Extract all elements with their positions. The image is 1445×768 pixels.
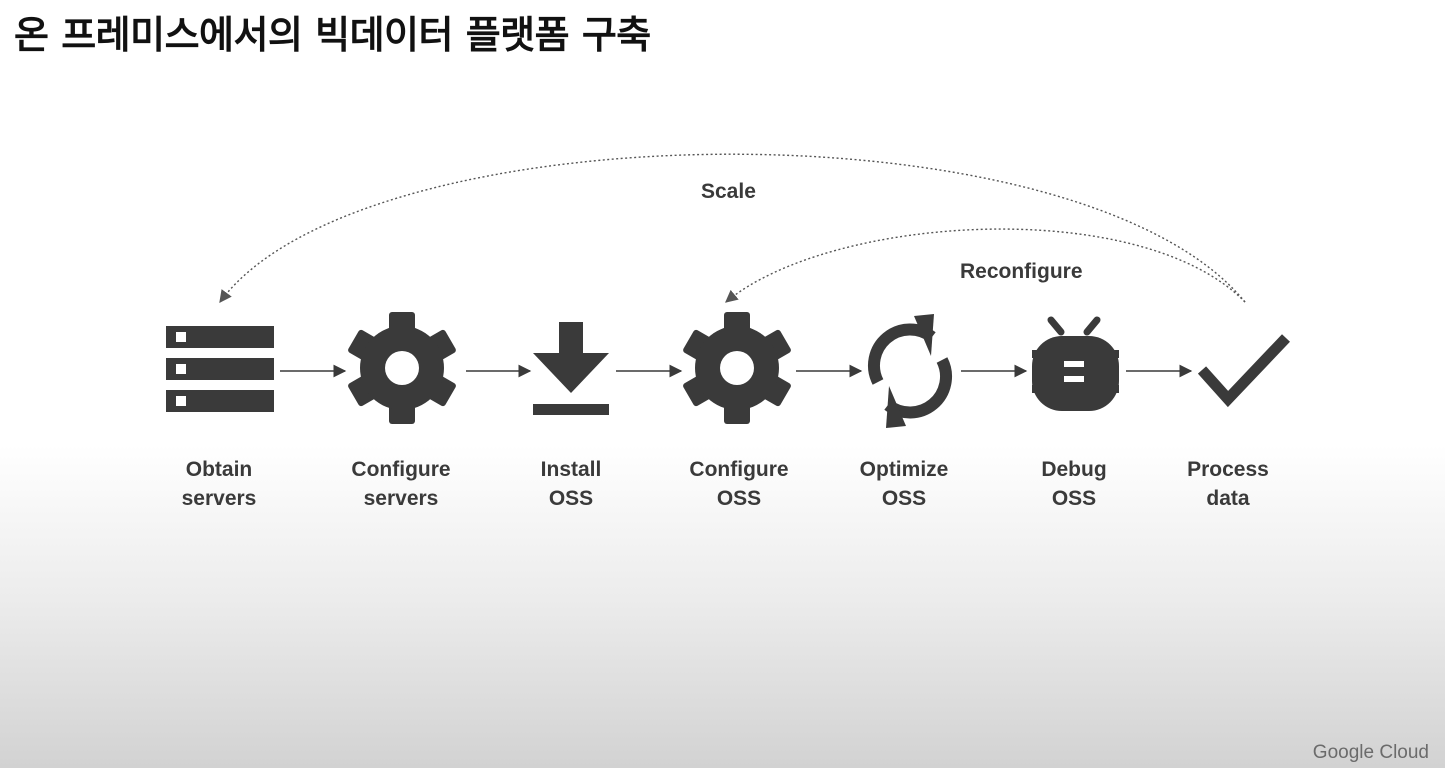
step-label-configure-servers: Configure servers (351, 458, 451, 510)
download-icon (533, 322, 609, 415)
scale-loop-label: Scale (701, 180, 756, 203)
step-label-install-oss: Install OSS (540, 458, 602, 510)
step-label-process-data: Process data (1187, 458, 1269, 510)
step-label-debug-oss: Debug OSS (1041, 458, 1107, 510)
checkmark-icon (1197, 334, 1290, 408)
step-label-configure-oss: Configure OSS (689, 458, 789, 510)
sync-icon (868, 314, 952, 428)
google-cloud-logo: Google Cloud (1312, 742, 1429, 763)
step-label-optimize-oss: Optimize OSS (859, 458, 949, 510)
bug-icon (1032, 316, 1119, 411)
server-stack-icon (166, 326, 274, 412)
page-title: 온 프레미스에서의 빅데이터 플랫폼 구축 (14, 13, 651, 57)
reconfigure-loop-label: Reconfigure (960, 260, 1083, 283)
scale-loop-arrow (219, 153, 1246, 304)
step-label-obtain-servers: Obtain servers (181, 458, 257, 510)
gear-icon (347, 312, 457, 424)
gear-icon (682, 312, 792, 424)
